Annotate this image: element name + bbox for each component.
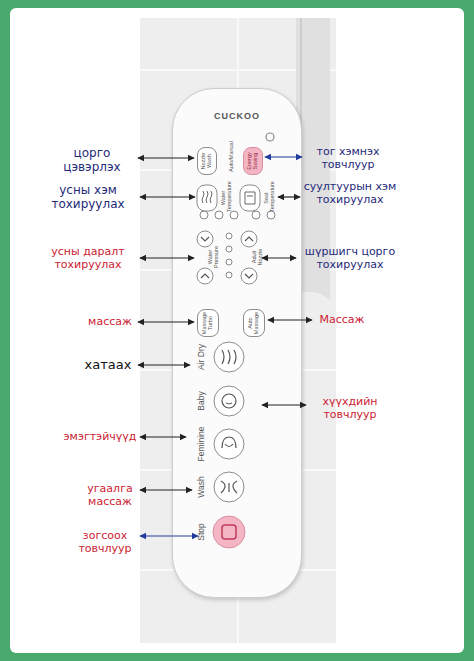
callout-label: эмэгтэйчүүд (60, 430, 140, 443)
tile-wall (140, 18, 336, 643)
callout-label: хатаах (73, 357, 143, 373)
button-caption: Seat Temperature (264, 184, 276, 212)
callout-label: тог хэмнэх товчлуур (303, 145, 393, 171)
button-caption: Stop (197, 507, 206, 557)
callout-label: зогсоох товчлуур (65, 529, 145, 555)
remote-control: CUCKOO Nozzle Wash Energy SavingMassage Tu… (172, 88, 302, 598)
button-caption: Adult Nozzle (252, 246, 264, 268)
brand-logo: CUCKOO (173, 111, 301, 121)
button-caption: Feminine (197, 419, 206, 469)
button-caption: Water Temperature (221, 184, 233, 212)
callout-label: угаалга массаж (75, 482, 145, 508)
callout-label: шүршигч цорго тохируулах (300, 245, 400, 271)
button-caption: Water Pressure (208, 246, 220, 268)
button-caption: Auto/Manual (229, 144, 235, 172)
button-caption: Wash (197, 462, 206, 512)
white-panel (10, 8, 464, 653)
callout-label: хүүхдийн товчлуур (310, 395, 390, 421)
button-text: Nozzle Wash (201, 148, 213, 174)
tile-grid (140, 18, 336, 643)
callout-label: Массаж (312, 313, 372, 326)
button-caption: Baby (197, 376, 206, 426)
energy-saving-button: Energy Saving (243, 147, 263, 175)
callout-label: усны даралт тохируулах (41, 245, 136, 271)
callout-label: массаж (75, 315, 145, 328)
button-text: Auto Massage (248, 310, 260, 336)
callout-label: цорго цэвэрлэх (52, 146, 132, 175)
button-caption: Air Dry (197, 332, 206, 382)
button-text: Energy Saving (247, 148, 259, 174)
callout-label: усны хэм тохируулах (41, 183, 136, 212)
callout-label: суултуурын хэм тохируулах (300, 180, 400, 206)
nozzle-wash-button: Nozzle Wash (197, 147, 217, 175)
button-text: Massage Turbo (202, 310, 214, 336)
massage-turbo-button: Massage Turbo (197, 309, 219, 337)
auto-massage-button: Auto Massage (243, 309, 265, 337)
